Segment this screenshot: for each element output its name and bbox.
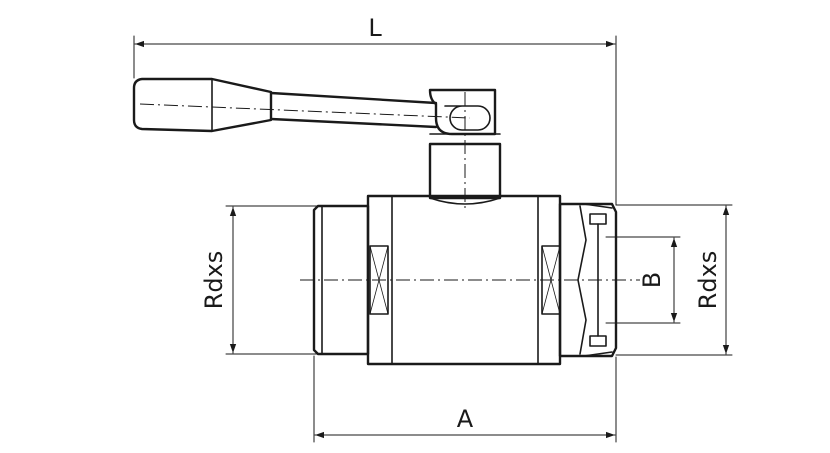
label-thread-right: Rdxs <box>694 251 722 310</box>
lever-handle <box>132 77 502 205</box>
center-lines <box>139 92 640 281</box>
dimension-thread-right: Rdxs <box>615 204 733 356</box>
label-overall-length: L <box>368 14 382 42</box>
dimension-body-length: A <box>313 355 617 443</box>
dimension-thread-left: Rdxs <box>200 205 319 355</box>
dimension-bore: B <box>605 236 681 324</box>
label-thread-left: Rdxs <box>200 251 228 310</box>
dimension-overall-length: L <box>133 14 617 206</box>
label-bore: B <box>638 272 666 288</box>
label-body-length: A <box>457 405 474 433</box>
